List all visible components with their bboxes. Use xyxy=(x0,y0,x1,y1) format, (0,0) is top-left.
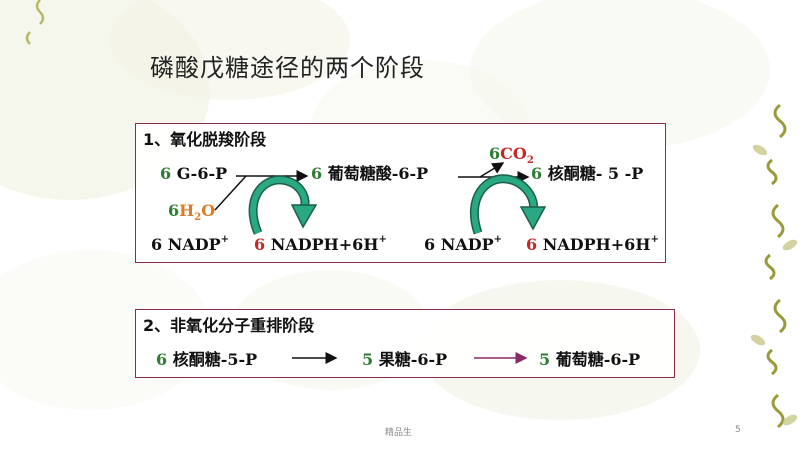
nadp-text-2: 6 NADP xyxy=(424,235,494,254)
gluconate-text: 葡萄糖酸-6-P xyxy=(322,164,429,183)
fructose-coefficient: 5 xyxy=(362,350,374,369)
nadp-label-2: 6 NADP+ xyxy=(424,234,503,254)
ribulose-coefficient: 6 xyxy=(531,164,543,183)
page-number: 5 xyxy=(735,425,741,435)
footer-text: 精品生 xyxy=(385,428,413,438)
water-subscript: 2 xyxy=(194,212,202,223)
glucose-text: 葡萄糖-6-P xyxy=(550,350,641,369)
nadp-label-1: 6 NADP+ xyxy=(151,234,230,254)
nadph-superscript-2: + xyxy=(650,234,659,245)
nadph-text-1: NADPH+6H xyxy=(265,235,379,254)
stage2-ribulose-label: 6 核酮糖-5-P xyxy=(156,352,257,368)
nadph-coefficient-1: 6 xyxy=(254,235,266,254)
stage2-ribulose-text: 核酮糖-5-P xyxy=(167,350,258,369)
nadp-superscript-1: + xyxy=(220,234,230,245)
co2-text: CO xyxy=(500,144,527,163)
stage2-ribulose-coefficient: 6 xyxy=(156,350,168,369)
g6p-coefficient: 6 xyxy=(160,164,172,183)
nadph-text-2: NADPH+6H xyxy=(537,235,651,254)
nadph-superscript-1: + xyxy=(378,234,387,245)
glucose-coefficient: 5 xyxy=(539,350,551,369)
nadph-label-2: 6 NADPH+6H+ xyxy=(526,234,659,254)
stage1-heading: 1、氧化脱羧阶段 xyxy=(143,130,267,149)
vine-decoration xyxy=(764,103,787,429)
fructose-text: 果糖-6-P xyxy=(373,350,448,369)
co2-subscript: 2 xyxy=(526,155,534,166)
water-o: O xyxy=(201,201,216,220)
gluconate-label: 6 葡萄糖酸-6-P xyxy=(311,166,428,182)
stage2-box xyxy=(135,309,675,378)
stage2-heading: 2、非氧化分子重排阶段 xyxy=(143,316,315,335)
co2-label: 6CO2 xyxy=(489,144,534,166)
water-coefficient: 6 xyxy=(168,201,180,220)
g6p-label: 6 G-6-P xyxy=(160,166,227,182)
nadph-label-1: 6 NADPH+6H+ xyxy=(254,234,387,254)
slide-title: 磷酸戊糖途径的两个阶段 xyxy=(150,54,425,82)
nadp-superscript-2: + xyxy=(493,234,503,245)
gluconate-coefficient: 6 xyxy=(311,164,323,183)
co2-coefficient: 6 xyxy=(489,144,501,163)
g6p-text: G-6-P xyxy=(171,164,228,183)
fructose-label: 5 果糖-6-P xyxy=(362,352,447,368)
glucose-label: 5 葡萄糖-6-P xyxy=(539,352,640,368)
ribulose-label: 6 核酮糖- 5 -P xyxy=(531,166,643,182)
nadp-text-1: 6 NADP xyxy=(151,235,221,254)
nadph-coefficient-2: 6 xyxy=(526,235,538,254)
ribulose-text: 核酮糖- 5 -P xyxy=(542,164,644,183)
water-h: H xyxy=(179,201,195,220)
water-label: 6H2O xyxy=(168,201,216,223)
